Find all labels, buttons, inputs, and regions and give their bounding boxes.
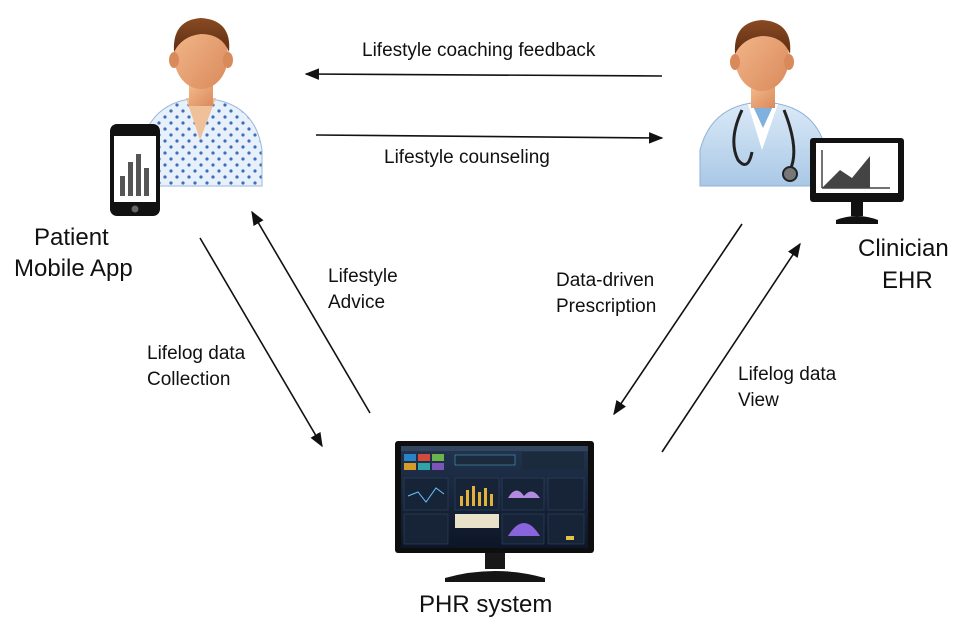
edge-label-view-line1: Lifelog data — [738, 364, 837, 385]
dashboard-monitor-icon — [395, 441, 594, 582]
edge-label-advice-line2: Advice — [328, 292, 386, 313]
patient-avatar-icon — [139, 18, 263, 187]
edge-label-prescription-line1: Data-driven — [556, 270, 655, 291]
arrow-coaching-feedback — [304, 68, 663, 80]
edge-label-prescription-line2: Prescription — [556, 296, 657, 317]
edge-label-view-line2: View — [738, 390, 779, 411]
doctor-avatar-icon — [699, 20, 827, 187]
edge-label-coaching-feedback: Lifestyle coaching feedback — [362, 40, 596, 61]
edge-label-counseling: Lifestyle counseling — [384, 147, 550, 168]
arrow-lifestyle-advice — [251, 210, 371, 414]
monitor-chart-icon — [810, 138, 904, 224]
edge-label-collection-line2: Collection — [147, 369, 231, 390]
phr-system-label: PHR system — [419, 591, 553, 618]
arrow-lifelog-collection — [199, 237, 323, 448]
patient-label-line2: Mobile App — [14, 255, 133, 282]
edge-label-advice-line1: Lifestyle — [328, 266, 398, 287]
smartphone-chart-icon — [110, 124, 160, 216]
clinician-label-line2: EHR — [882, 267, 933, 294]
patient-label-line1: Patient — [34, 224, 109, 251]
edge-label-collection-line1: Lifelog data — [147, 343, 246, 364]
arrow-data-driven-prescription — [613, 223, 743, 416]
arrow-counseling — [315, 132, 664, 144]
arrow-lifelog-view — [661, 242, 801, 453]
clinician-label-line1: Clinician — [858, 235, 949, 262]
